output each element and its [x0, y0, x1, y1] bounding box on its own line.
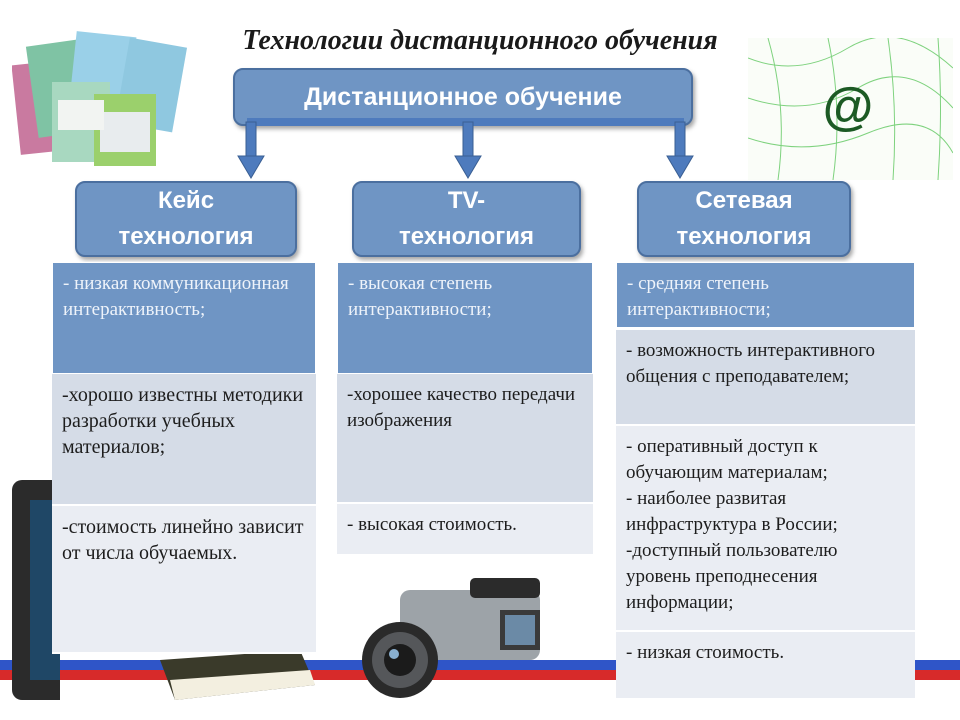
- page-title: Технологии дистанционного обучения: [242, 24, 718, 56]
- camcorder-illustration: [362, 578, 540, 698]
- flag-stripe-blue: [0, 660, 960, 670]
- tv-cell-2: -хорошее качество передачи изображения: [337, 374, 593, 504]
- network-cell-1: - средняя степень интерактивности;: [616, 262, 915, 328]
- tv-cell-1: - высокая степень интерактивности;: [337, 262, 593, 374]
- network-cell-4: - низкая стоимость.: [616, 632, 915, 700]
- at-sign-icon: @: [823, 78, 874, 136]
- main-box-distance-learning: Дистанционное обучение: [233, 68, 693, 126]
- header-case-technology: Кейс технология: [75, 181, 297, 257]
- books-illustration: [12, 31, 188, 166]
- network-cell-2: - возможность интерактивного общения с п…: [616, 330, 915, 426]
- web-at-illustration: @: [748, 38, 953, 180]
- case-cell-1: - низкая коммуникационная интерактивност…: [52, 262, 316, 374]
- tablet-illustration: [12, 480, 60, 700]
- header-network-technology: Сетевая технология: [637, 181, 851, 257]
- connector-arrows: [237, 118, 694, 179]
- flag-stripe-red: [0, 670, 960, 680]
- case-cell-3: -стоимость линейно зависит от числа обуч…: [52, 506, 316, 654]
- case-cell-2: -хорошо известны методики разработки уче…: [52, 374, 316, 506]
- network-cell-3: - оперативный доступ к обучающим материа…: [616, 426, 915, 632]
- tv-cell-3: - высокая стоимость.: [337, 504, 593, 556]
- header-tv-technology: TV- технология: [352, 181, 581, 257]
- book-illustration: [160, 650, 315, 700]
